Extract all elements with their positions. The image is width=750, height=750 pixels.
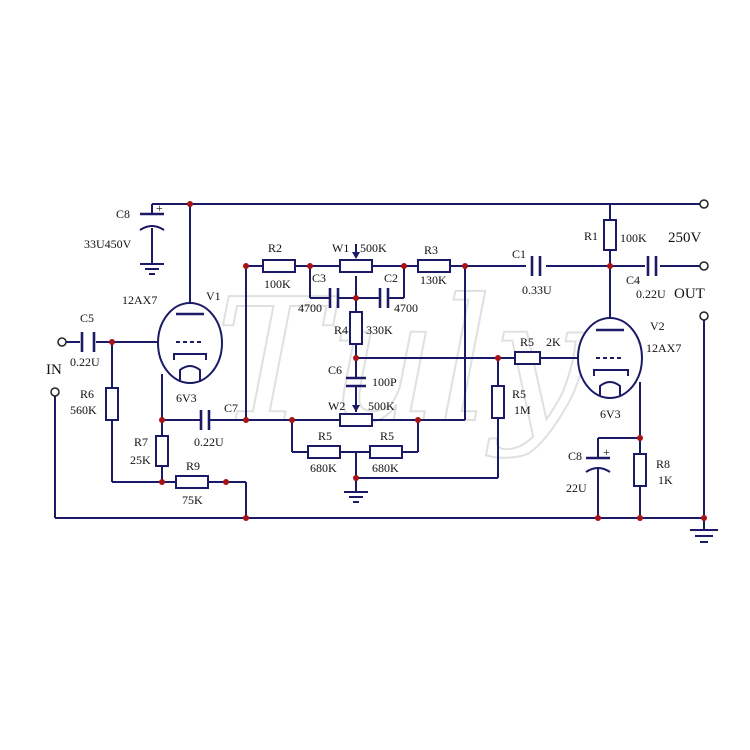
capacitor-c5: C5 0.22U — [70, 311, 100, 369]
capacitor-c4: C4 0.22U — [626, 256, 666, 301]
junction-dots — [109, 201, 707, 521]
svg-text:4700: 4700 — [394, 301, 418, 315]
resistor-r6: R6 560K — [70, 387, 119, 421]
svg-text:R5: R5 — [318, 429, 332, 443]
tube-v1: V1 12AX7 6V3 — [122, 289, 223, 405]
input-ground-terminal — [50, 387, 60, 397]
svg-text:1M: 1M — [514, 403, 531, 417]
svg-text:500K: 500K — [368, 399, 395, 413]
svg-text:C3: C3 — [312, 271, 326, 285]
svg-text:6V3: 6V3 — [600, 407, 621, 421]
capacitor-c1: C1 0.33U — [512, 247, 552, 297]
capacitor-c3: C3 4700 — [298, 271, 340, 315]
svg-text:C8: C8 — [568, 449, 582, 463]
ground-symbol-main — [690, 529, 718, 543]
resistor-r1: R1 100K — [584, 219, 647, 251]
resistor-r4: R4 330K — [334, 311, 393, 345]
svg-text:C5: C5 — [80, 311, 94, 325]
svg-text:6V3: 6V3 — [176, 391, 197, 405]
potentiometer-w2: W2 500K — [328, 399, 395, 427]
svg-text:R5: R5 — [512, 387, 526, 401]
resistor-r5-2k: R5 2K — [514, 335, 561, 365]
svg-text:C8: C8 — [116, 207, 130, 221]
svg-text:0.22U: 0.22U — [70, 355, 100, 369]
svg-text:33U450V: 33U450V — [84, 237, 132, 251]
svg-text:R2: R2 — [268, 241, 282, 255]
svg-text:C7: C7 — [224, 401, 238, 415]
resistor-r7: R7 25K — [130, 435, 169, 467]
terminals: 250V OUT IN — [46, 199, 709, 397]
svg-text:0.22U: 0.22U — [636, 287, 666, 301]
svg-text:12AX7: 12AX7 — [646, 341, 681, 355]
capacitor-c2: C2 4700 — [378, 271, 418, 315]
svg-text:0.22U: 0.22U — [194, 435, 224, 449]
supply-terminal — [699, 199, 709, 209]
svg-text:C1: C1 — [512, 247, 526, 261]
svg-text:100K: 100K — [620, 231, 647, 245]
resistor-r5-right: R5 680K — [369, 429, 403, 475]
svg-text:100K: 100K — [264, 277, 291, 291]
svg-text:C6: C6 — [328, 363, 342, 377]
ground-symbol-tonestack — [344, 491, 368, 503]
svg-text:V1: V1 — [206, 289, 221, 303]
svg-text:330K: 330K — [366, 323, 393, 337]
resistor-r2: R2 100K — [262, 241, 296, 291]
capacitor-c7: C7 0.22U — [194, 401, 238, 449]
svg-text:W2: W2 — [328, 399, 345, 413]
resistor-r3: R3 130K — [417, 243, 451, 287]
svg-text:680K: 680K — [310, 461, 337, 475]
svg-text:680K: 680K — [372, 461, 399, 475]
input-terminal — [57, 337, 67, 347]
resistor-r5-left: R5 680K — [307, 429, 341, 475]
resistor-r9: R9 75K — [175, 459, 209, 507]
output-label: OUT — [674, 286, 705, 302]
svg-text:12AX7: 12AX7 — [122, 293, 157, 307]
capacitor-c8-cathode: + C8 22U — [566, 445, 611, 495]
svg-text:130K: 130K — [420, 273, 447, 287]
svg-text:1K: 1K — [658, 473, 673, 487]
svg-text:100P: 100P — [372, 375, 397, 389]
svg-text:0.33U: 0.33U — [522, 283, 552, 297]
svg-text:4700: 4700 — [298, 301, 322, 315]
svg-text:R5: R5 — [520, 335, 534, 349]
svg-text:+: + — [603, 445, 610, 459]
svg-text:V2: V2 — [650, 319, 665, 333]
svg-text:R1: R1 — [584, 229, 598, 243]
supply-label: 250V — [668, 230, 702, 246]
potentiometer-w1: W1 500K — [332, 241, 387, 273]
svg-text:75K: 75K — [182, 493, 203, 507]
ground-symbol-c8 — [140, 263, 164, 275]
input-label: IN — [46, 362, 62, 378]
resistor-r8: R8 1K — [633, 453, 673, 487]
svg-text:560K: 560K — [70, 403, 97, 417]
resistor-r5-1m: R5 1M — [491, 385, 531, 419]
output-ground-terminal — [699, 311, 709, 321]
output-terminal — [699, 261, 709, 271]
svg-text:R8: R8 — [656, 457, 670, 471]
svg-text:C2: C2 — [384, 271, 398, 285]
svg-text:R6: R6 — [80, 387, 94, 401]
tube-v2: V2 12AX7 6V3 — [577, 317, 681, 421]
svg-text:W1: W1 — [332, 241, 349, 255]
svg-text:C4: C4 — [626, 273, 640, 287]
svg-text:R3: R3 — [424, 243, 438, 257]
svg-text:R7: R7 — [134, 435, 148, 449]
svg-text:+: + — [156, 201, 163, 215]
svg-text:R4: R4 — [334, 323, 348, 337]
capacitor-c6: C6 100P — [328, 363, 397, 389]
svg-text:22U: 22U — [566, 481, 587, 495]
svg-text:R5: R5 — [380, 429, 394, 443]
svg-text:R9: R9 — [186, 459, 200, 473]
svg-text:500K: 500K — [360, 241, 387, 255]
svg-text:2K: 2K — [546, 335, 561, 349]
svg-text:25K: 25K — [130, 453, 151, 467]
capacitor-c8-supply: + C8 33U450V — [84, 201, 165, 251]
